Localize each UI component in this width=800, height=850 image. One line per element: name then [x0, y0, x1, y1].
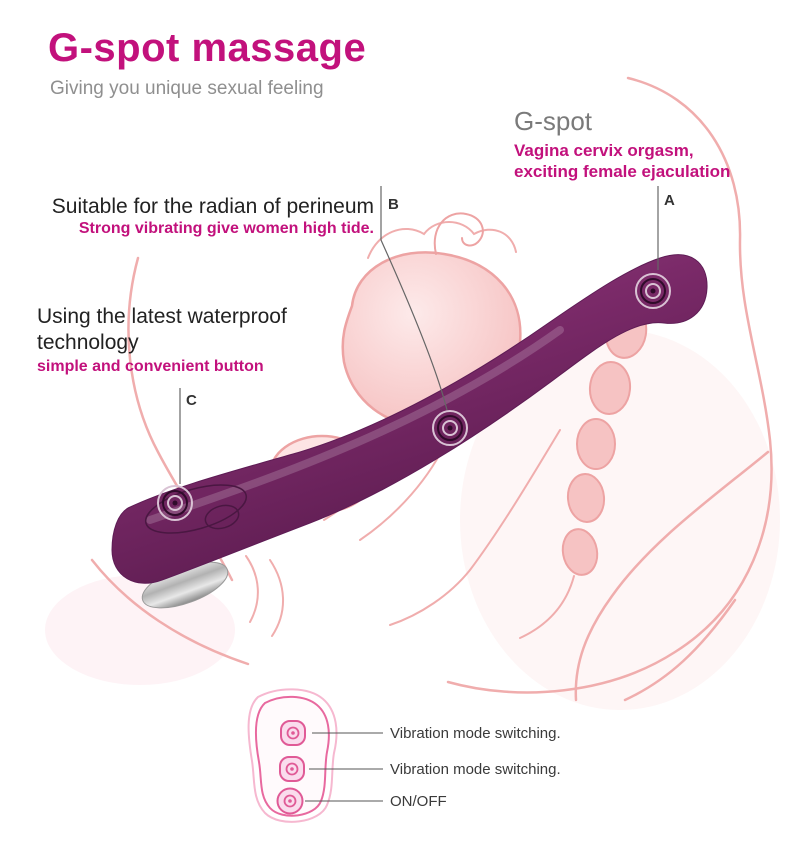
- legend-lines: [305, 732, 383, 802]
- rectum-curve: [389, 429, 561, 626]
- tailbone-curve: [519, 575, 575, 639]
- device-illustration: [111, 254, 708, 584]
- callout-c-heading-line2: technology: [37, 331, 139, 354]
- pad-button-power: [276, 787, 304, 815]
- pad-button-mode-1: [280, 720, 306, 746]
- callout-b-marker: B: [388, 196, 399, 213]
- vibration-rings-mid: [432, 410, 468, 446]
- device-buttons: [144, 484, 248, 534]
- legend-label-power: ON/OFF: [390, 793, 447, 810]
- page-title: G-spot massage: [48, 26, 367, 70]
- vibration-rings-tip: [635, 273, 671, 309]
- callout-c-marker: C: [186, 392, 197, 409]
- device-highlight: [146, 326, 564, 524]
- fold-2: [269, 559, 284, 637]
- fold-1: [245, 555, 259, 623]
- callout-c-heading-line1: Using the latest waterproof: [37, 305, 287, 328]
- fallopian-curl: [433, 212, 484, 255]
- control-pad-zoom: [247, 688, 383, 823]
- leg-curve: [90, 558, 250, 666]
- callout-c-desc: simple and convenient button: [37, 358, 264, 375]
- intestine-folds: [367, 221, 517, 259]
- callout-b-heading: Suitable for the radian of perineum: [51, 195, 374, 218]
- thigh-curve: [623, 598, 737, 702]
- legend-label-mode-1: Vibration mode switching.: [390, 725, 561, 742]
- device-body: [111, 254, 708, 584]
- back-outline: [446, 76, 773, 694]
- callout-lines: [179, 186, 659, 484]
- callout-a-marker: A: [664, 192, 675, 209]
- callout-a-heading: G-spot: [514, 106, 593, 136]
- pad-button-mode-2: [279, 756, 305, 782]
- callout-b-line: [380, 239, 448, 411]
- legend-label-mode-2: Vibration mode switching.: [390, 761, 561, 778]
- vibration-rings-handle: [157, 485, 193, 521]
- callout-b-desc: Strong vibrating give women high tide.: [78, 220, 374, 237]
- soft-wash-right: [460, 330, 780, 710]
- callout-a-desc-line1: Vagina cervix orgasm,: [514, 141, 694, 160]
- page-subtitle: Giving you unique sexual feeling: [50, 78, 324, 99]
- buttock-fold: [574, 450, 770, 702]
- callout-a-desc-line2: exciting female ejaculation: [514, 162, 731, 181]
- pad-outer-outline: [247, 688, 338, 823]
